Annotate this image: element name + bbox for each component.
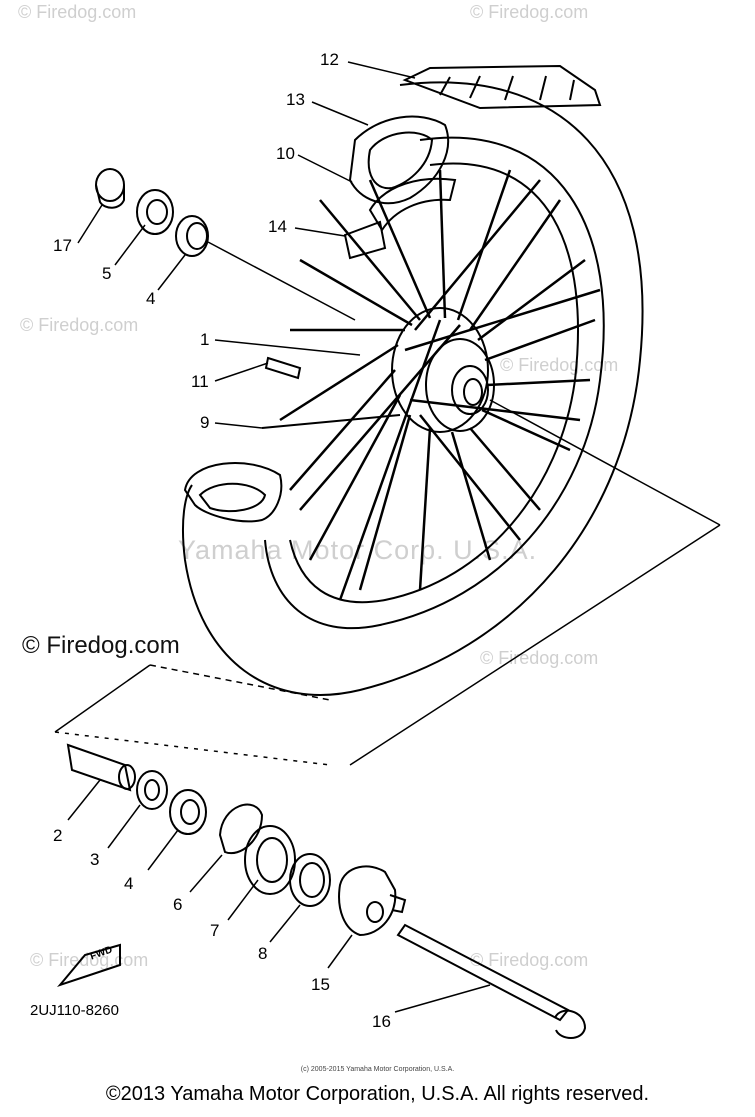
callout-9: 9	[200, 413, 210, 432]
valve	[343, 220, 387, 260]
bearing-4-bottom	[169, 789, 207, 835]
main-copyright: ©2013 Yamaha Motor Corporation, U.S.A. A…	[105, 1083, 650, 1105]
callout-6: 6	[173, 895, 183, 914]
callout-14: 14	[268, 217, 287, 236]
callout-4-top: 4	[146, 289, 156, 308]
bearing-4-top	[175, 215, 209, 257]
axle-16	[396, 923, 570, 1022]
callout-10: 10	[276, 144, 295, 163]
watermark-firedog-dark: © Firedog.com	[22, 632, 180, 659]
tire-section	[183, 462, 283, 523]
spoke-9	[261, 414, 401, 429]
oil-seal-5	[136, 189, 174, 235]
tire-inner-rim	[264, 136, 605, 630]
callout-11: 11	[191, 372, 209, 391]
tire-outline	[182, 81, 644, 696]
callout-7: 7	[210, 921, 220, 940]
plate-7	[244, 825, 296, 895]
part-code: 2UJ110-8260	[30, 1002, 119, 1019]
callout-1: 1	[200, 330, 210, 349]
leader-lines	[54, 61, 721, 1013]
watermark-firedog: © Firedog.com	[18, 2, 137, 22]
collar-17	[95, 168, 125, 202]
ring-8	[289, 853, 331, 907]
hub-flange	[391, 307, 489, 433]
watermark-firedog: © Firedog.com	[470, 2, 589, 22]
callout-16: 16	[372, 1012, 391, 1031]
oil-seal-3	[136, 770, 168, 810]
tire-tread	[402, 64, 602, 110]
callout-15: 15	[311, 975, 330, 994]
retainer-6	[218, 803, 264, 855]
small-copyright: (c) 2005-2015 Yamaha Motor Corporation, …	[300, 1066, 455, 1073]
callout-5: 5	[102, 264, 112, 283]
callout-13: 13	[286, 90, 305, 109]
callout-8: 8	[258, 944, 268, 963]
callout-3: 3	[90, 850, 100, 869]
nipple	[264, 356, 302, 380]
meter-gear-15	[338, 865, 397, 937]
callout-12: 12	[320, 50, 339, 69]
rim-inner	[289, 162, 579, 604]
watermark-firedog: © Firedog.com	[470, 950, 589, 970]
callout-4-bottom: 4	[124, 874, 134, 893]
hub-center	[451, 365, 489, 415]
spokes	[279, 169, 601, 601]
tube-section	[348, 115, 450, 205]
watermark-firedog: © Firedog.com	[500, 355, 619, 375]
watermark-firedog: © Firedog.com	[480, 648, 599, 668]
callout-17: 17	[53, 236, 72, 255]
spacer-2	[66, 743, 132, 792]
callout-2: 2	[53, 826, 63, 845]
rim-band	[368, 177, 457, 232]
fwd-arrow	[56, 943, 121, 988]
watermark-firedog: © Firedog.com	[20, 315, 139, 335]
